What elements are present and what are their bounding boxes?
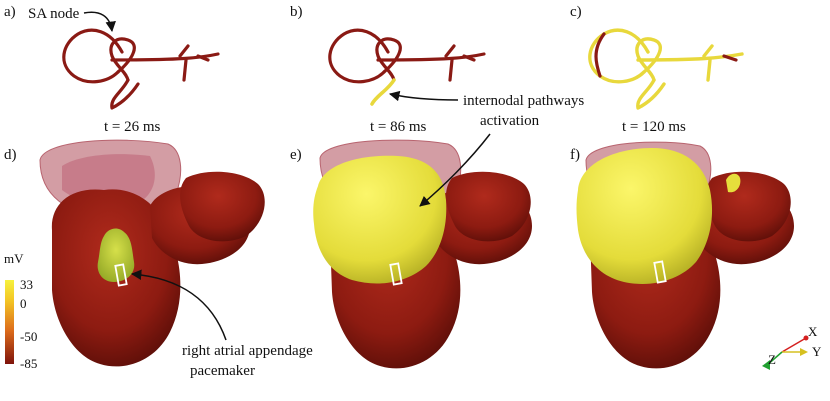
raa-label-line2: pacemaker [190,363,255,379]
raa-arrow [130,269,227,341]
atrial-activation-f [576,148,713,284]
panel-e-label: e) [290,147,302,163]
panel-b-label: b) [290,4,303,20]
y-axis-label: Y [812,344,822,359]
panel-c-time: t = 120 ms [622,119,686,135]
colorbar: mV 33 0 -50 -85 [4,251,37,371]
appendage-activation [97,228,135,282]
pathway-network-c-active [588,28,744,110]
panel-a-time: t = 26 ms [104,119,161,135]
internodal-arrow-lower [419,133,491,207]
colorbar-tick-minus85: -85 [20,356,37,371]
x-axis-line [781,337,807,353]
raa-label-line1: right atrial appendage [182,343,313,359]
sa-node-arrow [83,11,116,33]
axes-triad: X Y Z [762,324,822,370]
pathway-network-a [62,28,220,110]
colorbar-gradient [5,280,14,364]
panel-f-label: f) [570,147,580,163]
colorbar-tick-0: 0 [20,296,27,311]
colorbar-tick-33: 33 [20,277,33,292]
sa-node-label: SA node [28,6,80,22]
active-internodal-segment [370,78,396,106]
panel-b-time: t = 86 ms [370,119,427,135]
internodal-arrow-upper [388,90,459,102]
internodal-label-line2: activation [480,113,540,129]
right-atrium-f [706,171,791,242]
panel-a-label: a) [4,4,16,20]
atrial-activation-e [313,155,447,284]
colorbar-unit: mV [4,251,24,266]
pacemaker-marker-e [389,262,403,286]
panel-b: b) t = 86 ms [290,4,486,135]
panel-e: e) [290,139,532,369]
pathway-network-b [328,28,486,84]
z-axis-tip [762,360,770,370]
right-atrium [180,171,265,242]
x-axis-label: X [808,324,818,339]
panel-c: c) t = 120 ms [570,4,744,135]
panel-c-label: c) [570,4,582,20]
panel-d-label: d) [4,147,17,163]
y-axis-tip [800,348,808,356]
pacemaker-marker-f [653,260,667,284]
right-atrium-e [446,171,531,242]
panel-a: a) SA node t = 26 ms [4,4,220,135]
panel-f: f) [570,141,794,369]
left-atrium-activation-f [726,173,741,193]
colorbar-tick-minus50: -50 [20,329,37,344]
x-axis-tip [803,335,809,341]
z-axis-label: Z [768,352,776,367]
pacemaker-marker-d [114,263,128,287]
pathway-network-c-rest [594,32,738,78]
internodal-label-line1: internodal pathways [463,93,584,109]
panel-d: d) [4,139,265,367]
